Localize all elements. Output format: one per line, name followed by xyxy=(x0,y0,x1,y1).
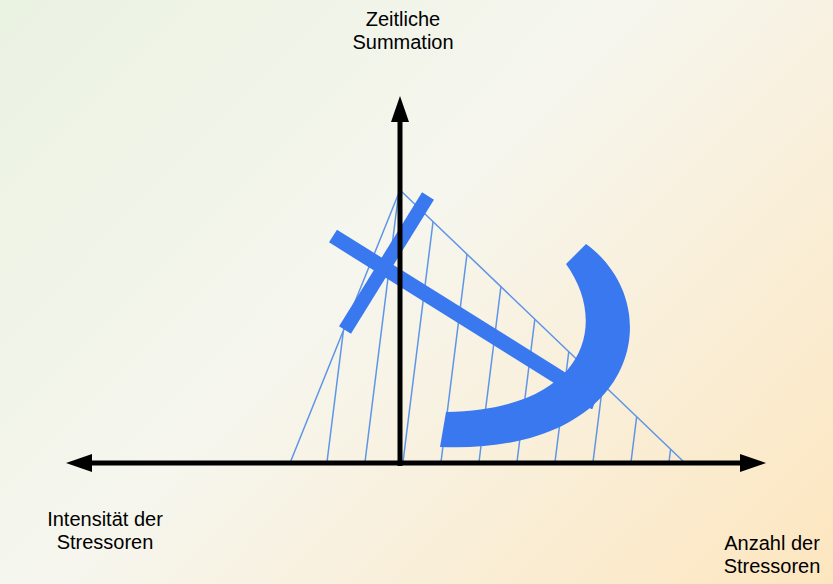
bar-shape xyxy=(333,196,599,408)
hatch-line xyxy=(668,150,708,470)
axis-label: Zeitliche Summation xyxy=(343,8,463,54)
axes xyxy=(66,96,766,472)
arc-shape xyxy=(440,244,630,447)
axis-label: Intensität der Stressoren xyxy=(30,508,180,554)
hatch-line xyxy=(288,150,328,470)
hatched-triangle xyxy=(250,150,708,470)
hatch-line xyxy=(250,150,290,470)
hatch-line xyxy=(630,150,670,470)
axis-label: Anzahl der Stressoren xyxy=(716,532,828,578)
